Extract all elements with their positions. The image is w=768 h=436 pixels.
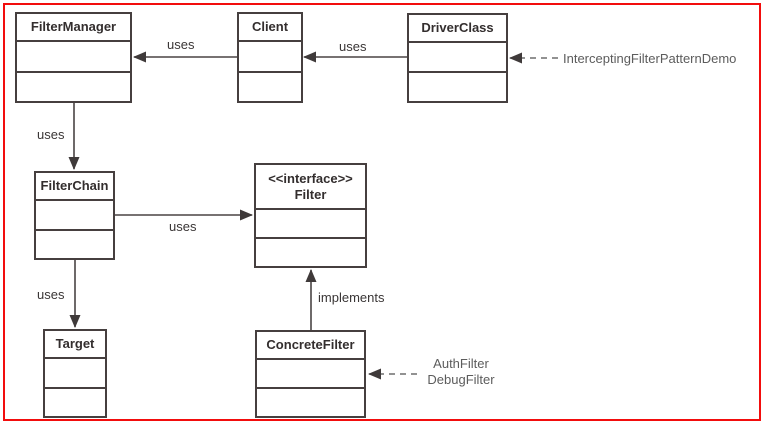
attributes-compartment [409,43,506,71]
edge-label-implements: implements [318,290,385,305]
class-title-target: Target [45,331,105,359]
methods-compartment [257,387,364,416]
annotation-interceptingfilterpatterndemo: InterceptingFilterPatternDemo [563,51,737,66]
attributes-compartment [17,42,130,71]
class-box-filterchain: FilterChain [34,171,115,260]
class-title-filter: <<interface>> Filter [256,165,365,210]
class-name-label: Filter [294,186,327,202]
edge-label-uses-client-filtermanager: uses [167,37,195,52]
methods-compartment [256,237,365,266]
class-box-target: Target [43,329,107,418]
stereotype-label: <<interface>> [268,170,353,186]
methods-compartment [45,386,105,416]
attributes-compartment [256,210,365,237]
class-box-driverclass: DriverClass [407,13,508,103]
class-title-filtermanager: FilterManager [17,14,130,42]
edge-label-uses-driverclass-client: uses [339,39,367,54]
annotation-authfilter-debugfilter: AuthFilter DebugFilter [418,356,504,388]
class-title-driverclass: DriverClass [409,15,506,43]
methods-compartment [409,71,506,101]
annotation-line-debugfilter: DebugFilter [427,372,495,387]
methods-compartment [17,70,130,101]
class-box-concretefilter: ConcreteFilter [255,330,366,418]
attributes-compartment [36,201,113,229]
class-box-filter: <<interface>> Filter [254,163,367,268]
class-title-filterchain: FilterChain [36,173,113,201]
class-title-concretefilter: ConcreteFilter [257,332,364,360]
edge-label-uses-filtermanager-filterchain: uses [37,127,65,142]
class-box-client: Client [237,12,303,103]
class-title-client: Client [239,14,301,42]
attributes-compartment [239,42,301,71]
methods-compartment [36,228,113,258]
edge-label-uses-filterchain-filter: uses [169,219,197,234]
attributes-compartment [45,359,105,387]
class-box-filtermanager: FilterManager [15,12,132,103]
annotation-line-authfilter: AuthFilter [433,356,489,371]
methods-compartment [239,70,301,101]
attributes-compartment [257,360,364,387]
edge-label-uses-filterchain-target: uses [37,287,65,302]
